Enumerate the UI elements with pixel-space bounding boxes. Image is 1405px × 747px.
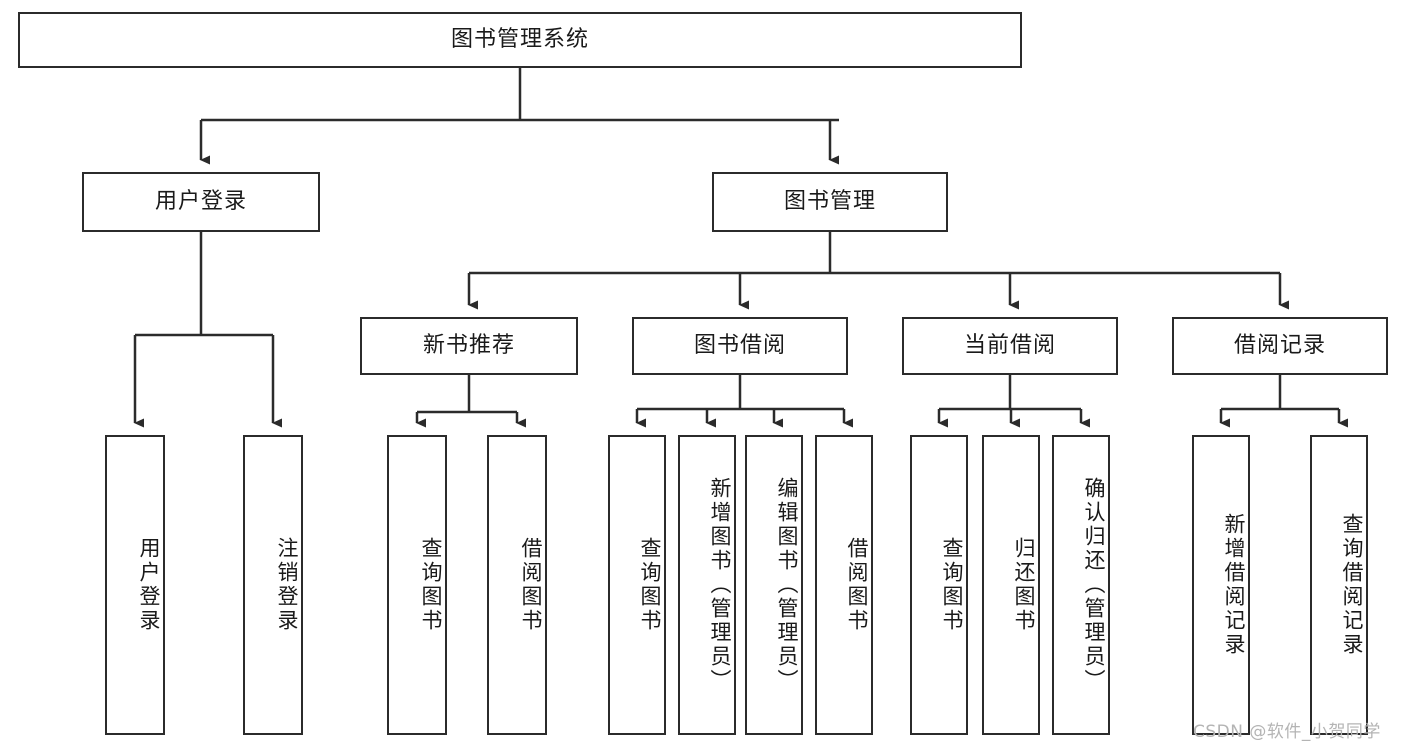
- leaf-user-logout-label: 注销登录: [275, 537, 299, 633]
- node-new-book-recommend-label: 新书推荐: [422, 332, 515, 358]
- node-root-label: 图书管理系统: [450, 26, 589, 52]
- leaf-user-logout[interactable]: 注销登录: [243, 435, 303, 735]
- leaf-add-book-admin[interactable]: 新增图书（管理员）: [678, 435, 736, 735]
- leaf-query-book-current-label: 查询图书: [940, 537, 964, 633]
- leaf-return-book-label: 归还图书: [1012, 537, 1036, 633]
- node-root[interactable]: 图书管理系统: [18, 12, 1022, 68]
- node-book-borrow-label: 图书借阅: [693, 332, 786, 358]
- leaf-user-login-label: 用户登录: [137, 537, 161, 633]
- leaf-return-book[interactable]: 归还图书: [982, 435, 1040, 735]
- leaf-add-borrow-record-label: 新增借阅记录: [1222, 513, 1246, 657]
- leaf-confirm-return-admin[interactable]: 确认归还（管理员）: [1052, 435, 1110, 735]
- node-new-book-recommend[interactable]: 新书推荐: [360, 317, 578, 375]
- node-user-login-label: 用户登录: [154, 188, 247, 214]
- leaf-query-book-current[interactable]: 查询图书: [910, 435, 968, 735]
- node-borrow-record[interactable]: 借阅记录: [1172, 317, 1388, 375]
- leaf-borrow-book-label: 借阅图书: [845, 537, 869, 633]
- node-current-borrow-label: 当前借阅: [963, 332, 1056, 358]
- leaf-query-borrow-record[interactable]: 查询借阅记录: [1310, 435, 1368, 735]
- leaf-query-book-borrow-label: 查询图书: [638, 537, 662, 633]
- leaf-query-borrow-record-label: 查询借阅记录: [1340, 513, 1364, 657]
- csdn-watermark: CSDN @软件_小贺同学: [1193, 722, 1381, 742]
- leaf-add-borrow-record[interactable]: 新增借阅记录: [1192, 435, 1250, 735]
- leaf-add-book-admin-label: 新增图书（管理员）: [708, 477, 732, 693]
- leaf-query-book-recommend-label: 查询图书: [419, 537, 443, 633]
- leaf-edit-book-admin[interactable]: 编辑图书（管理员）: [745, 435, 803, 735]
- node-book-borrow[interactable]: 图书借阅: [632, 317, 848, 375]
- leaf-borrow-book-recommend-label: 借阅图书: [519, 537, 543, 633]
- leaf-query-book-recommend[interactable]: 查询图书: [387, 435, 447, 735]
- leaf-user-login[interactable]: 用户登录: [105, 435, 165, 735]
- leaf-edit-book-admin-label: 编辑图书（管理员）: [775, 477, 799, 693]
- node-borrow-record-label: 借阅记录: [1233, 332, 1326, 358]
- leaf-confirm-return-admin-label: 确认归还（管理员）: [1082, 477, 1106, 693]
- leaf-borrow-book[interactable]: 借阅图书: [815, 435, 873, 735]
- node-user-login[interactable]: 用户登录: [82, 172, 320, 232]
- node-book-manage-label: 图书管理: [783, 188, 876, 214]
- node-book-manage[interactable]: 图书管理: [712, 172, 948, 232]
- leaf-query-book-borrow[interactable]: 查询图书: [608, 435, 666, 735]
- node-current-borrow[interactable]: 当前借阅: [902, 317, 1118, 375]
- leaf-borrow-book-recommend[interactable]: 借阅图书: [487, 435, 547, 735]
